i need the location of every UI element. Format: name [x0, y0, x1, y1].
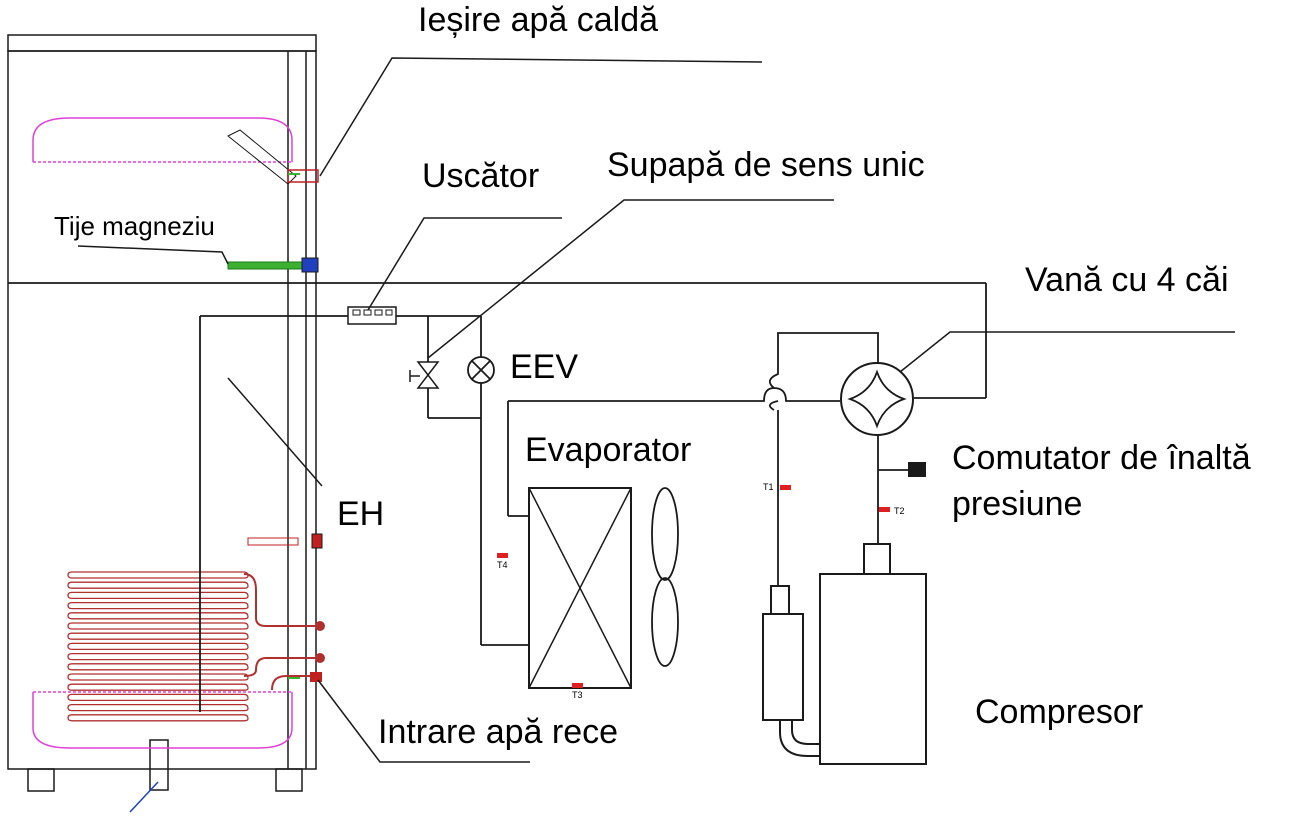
- dryer: [347, 306, 397, 325]
- drain-pipe: [149, 739, 169, 791]
- coil-turn: [67, 703, 249, 712]
- magnesium-rod: [227, 257, 319, 273]
- leader-check-valve: [427, 199, 834, 359]
- high-pressure-switch: [908, 462, 926, 477]
- leader-dryer: [367, 217, 562, 311]
- label-high-pressure-switch-2: presiune: [952, 485, 1083, 523]
- evaporator-coil: [528, 487, 632, 689]
- coil-turn: [67, 673, 249, 681]
- tank-foot-left: [27, 768, 55, 792]
- tank-foot-right: [275, 768, 303, 792]
- coil-turn: [67, 591, 249, 600]
- leader-eh: [227, 377, 323, 487]
- coil-turn: [67, 632, 249, 640]
- water-tank: [7, 34, 317, 792]
- leader-lines: [77, 57, 1235, 763]
- coil-turn: [67, 693, 249, 702]
- hot-water-outlet-tube: [227, 129, 319, 185]
- check-valve-symbol: [409, 361, 440, 389]
- label-dryer: Uscător: [422, 157, 540, 195]
- coil-turn: [67, 642, 249, 651]
- drain-valve-line: [129, 781, 159, 813]
- leader-cold-water: [317, 679, 530, 763]
- electric-heater-stub: [247, 533, 323, 549]
- coil-turn: [67, 571, 249, 579]
- coil-turn: [67, 683, 249, 691]
- coil-turn: [67, 601, 249, 610]
- coil-turn: [67, 663, 249, 671]
- sensor-t3: [572, 683, 583, 688]
- label-cold-water-inlet: Intrare apă rece: [378, 713, 619, 751]
- sensor-t1: [780, 485, 791, 490]
- coil-heat-exchanger: [67, 571, 249, 722]
- tank-body: [7, 50, 317, 770]
- sensor-t2: [879, 507, 890, 512]
- label-four-way-valve: Vană cu 4 căi: [1025, 261, 1229, 299]
- leader-magnesium: [77, 245, 229, 265]
- label-evaporator: Evaporator: [525, 431, 692, 469]
- sensor-t1-label: T1: [763, 482, 774, 492]
- label-eev: EEV: [510, 348, 579, 386]
- sensor-t2-label: T2: [894, 506, 905, 516]
- coil-turn: [67, 652, 249, 661]
- coil-turn: [67, 581, 249, 589]
- label-compressor: Compresor: [975, 693, 1144, 731]
- coil-ports: [288, 621, 325, 682]
- label-high-pressure-switch-1: Comutator de înaltă: [952, 439, 1251, 477]
- tank-top-cap: [7, 34, 317, 52]
- coil-turn: [67, 612, 249, 620]
- leader-hot-water: [319, 57, 763, 177]
- sensor-t4: [497, 553, 508, 558]
- label-magnesium-rod: Tije magneziu: [54, 211, 215, 241]
- coil-turn: [67, 714, 249, 722]
- label-hot-water-outlet: Ieșire apă caldă: [418, 1, 659, 39]
- label-eh: EH: [337, 495, 385, 533]
- label-check-valve: Supapă de sens unic: [607, 146, 925, 184]
- four-way-valve-symbol: [840, 362, 914, 436]
- sensor-t3-label: T3: [572, 690, 583, 700]
- sensors: T1 T2 T3 T4: [497, 482, 905, 700]
- accumulator: [762, 585, 822, 757]
- leader-four-way: [899, 331, 1235, 373]
- refrigerant-circuit: [8, 282, 987, 712]
- eev-symbol: [467, 356, 495, 384]
- tank-inner-vessel: [32, 117, 293, 749]
- sensor-t4-label: T4: [497, 560, 508, 570]
- coil-turn: [67, 622, 249, 630]
- fan: [651, 487, 679, 667]
- coil-connections: [243, 573, 318, 691]
- compressor-body: [819, 543, 927, 765]
